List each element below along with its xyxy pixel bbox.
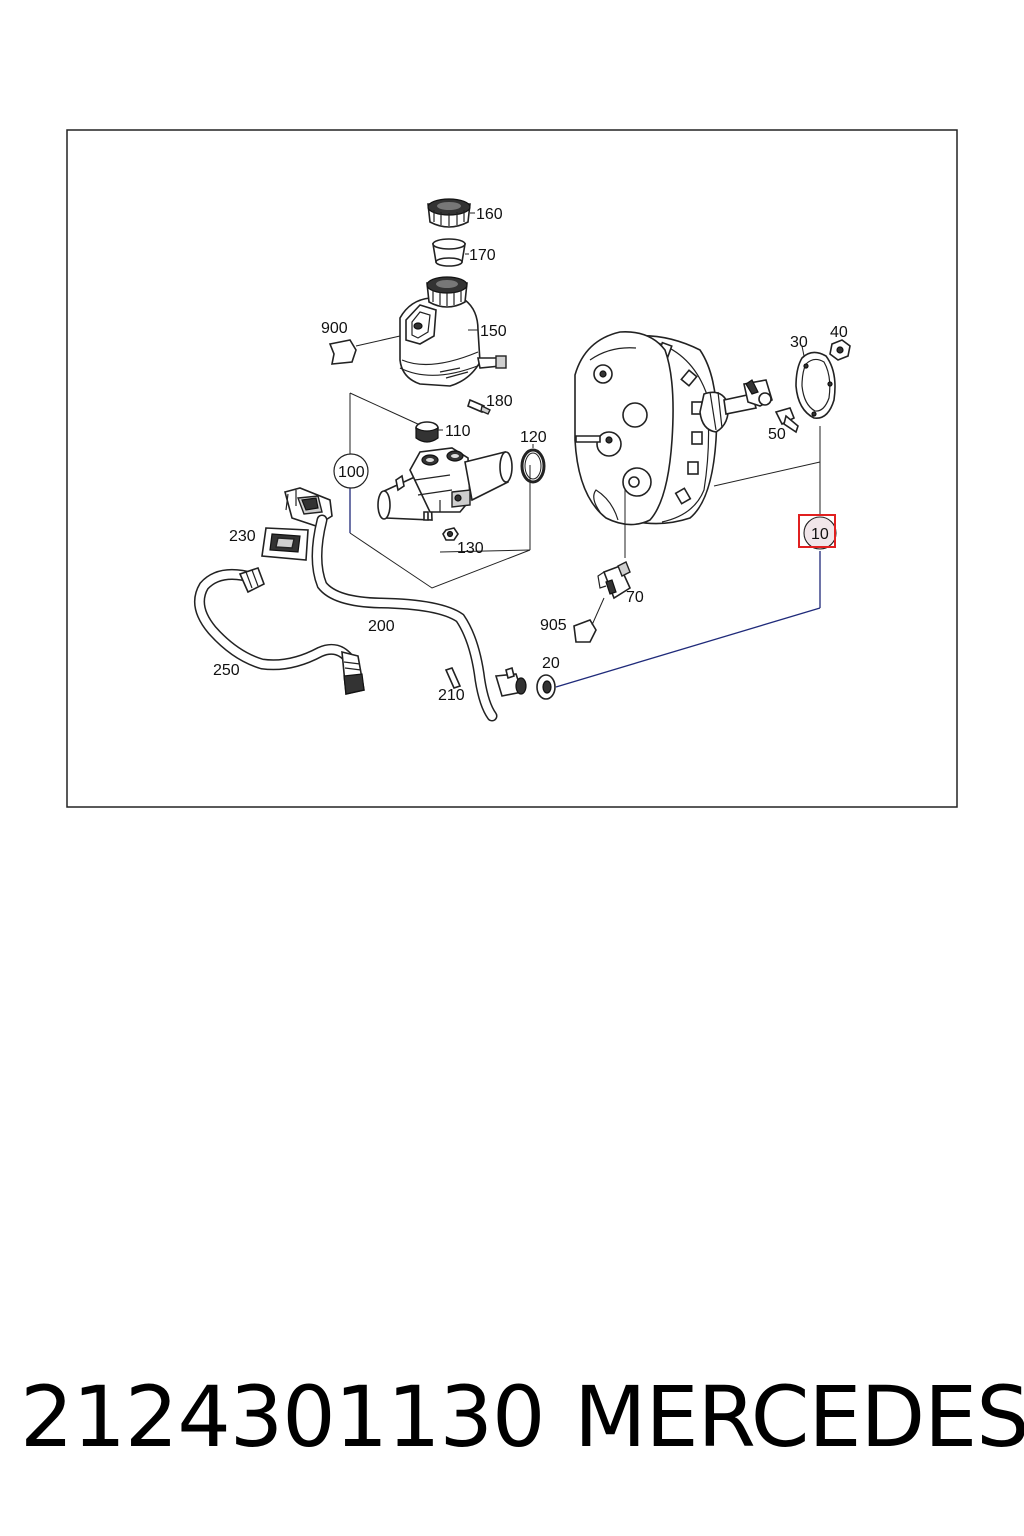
callout-230-label: 230 xyxy=(229,528,256,545)
footer-caption: 2124301130 MERCEDES xyxy=(0,1362,1024,1472)
callout-30-label: 30 xyxy=(790,334,808,351)
bolt-50[interactable] xyxy=(774,407,799,434)
o-ring-120[interactable] xyxy=(520,448,546,484)
callout-70-label: 70 xyxy=(626,589,644,606)
plug-210[interactable] xyxy=(444,667,462,689)
callout-900-label: 900 xyxy=(321,320,348,337)
nut-40[interactable] xyxy=(829,339,851,361)
label-sticker-900[interactable] xyxy=(328,339,357,365)
callout-100[interactable] xyxy=(333,453,369,489)
label-sticker-905[interactable] xyxy=(573,619,597,643)
callout-200-label: 200 xyxy=(368,618,395,635)
sealing-grommet-110[interactable] xyxy=(415,421,439,443)
callout-250-label: 250 xyxy=(213,662,240,679)
nut-130[interactable] xyxy=(442,527,459,541)
callout-170-label: 170 xyxy=(469,247,496,264)
gasket-30[interactable] xyxy=(795,351,836,419)
brake-booster-10[interactable] xyxy=(574,331,773,526)
callout-10-label: 10 xyxy=(811,526,829,543)
vacuum-line-250[interactable] xyxy=(194,566,365,695)
callout-130-label: 130 xyxy=(457,540,484,557)
callout-100-label: 100 xyxy=(338,464,365,481)
retaining-clip-230[interactable] xyxy=(261,527,309,561)
callout-210-label: 210 xyxy=(438,687,465,704)
diagram-frame xyxy=(66,129,958,808)
brake-fluid-reservoir-150[interactable] xyxy=(399,276,507,387)
master-brake-cylinder[interactable] xyxy=(377,447,513,521)
callout-120-label: 120 xyxy=(520,429,547,446)
callout-20-label: 20 xyxy=(542,655,560,672)
reservoir-cap-160[interactable] xyxy=(427,198,471,228)
vacuum-sensor-70[interactable] xyxy=(597,561,632,600)
callout-905-label: 905 xyxy=(540,617,567,634)
filter-ring-170[interactable] xyxy=(432,238,466,267)
check-valve-fitting[interactable] xyxy=(494,666,527,697)
callout-40-label: 40 xyxy=(830,324,848,341)
callout-10-highlighted[interactable] xyxy=(798,514,837,550)
grommet-20[interactable] xyxy=(536,674,556,700)
callout-50-label: 50 xyxy=(768,426,786,443)
pin-180[interactable] xyxy=(467,398,491,415)
callout-180-label: 180 xyxy=(486,393,513,410)
part-number: 2124301130 xyxy=(20,1368,545,1466)
vacuum-hose-200[interactable] xyxy=(311,514,498,722)
callout-150-label: 150 xyxy=(480,323,507,340)
callout-110-label: 110 xyxy=(445,423,471,440)
callout-160-label: 160 xyxy=(476,206,503,223)
brand-name: MERCEDES xyxy=(574,1368,1024,1466)
